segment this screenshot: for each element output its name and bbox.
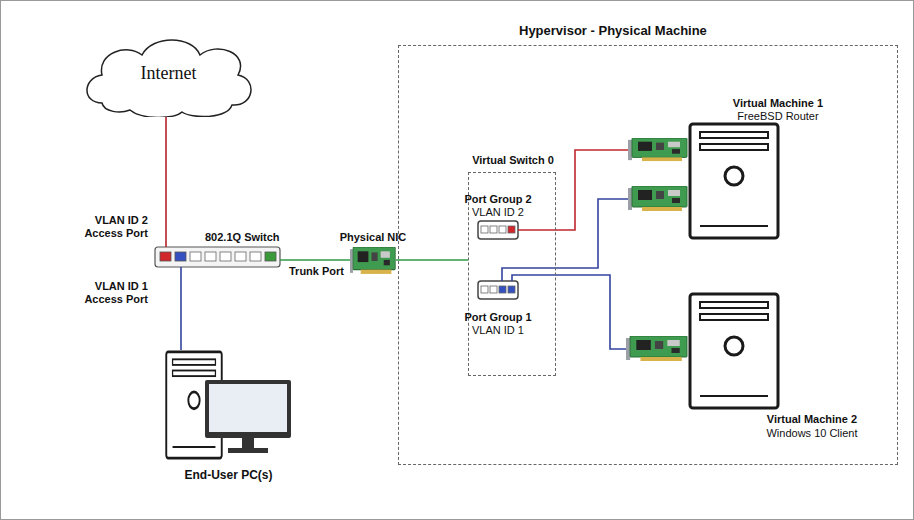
virtual-machine-node: Virtual Machine 2Windows 10 Client bbox=[626, 292, 782, 412]
port-label: VLAN ID 1 Access Port bbox=[58, 280, 148, 306]
virtual-machine-node: Virtual Machine 1FreeBSD Router bbox=[628, 122, 782, 242]
network-cable bbox=[280, 259, 350, 261]
physical-nic-card bbox=[350, 247, 395, 274]
virtual-switch-box: Port Group 2VLAN ID 2 Port Group 1VLAN ID… bbox=[468, 172, 556, 376]
vm-symbol bbox=[628, 124, 778, 238]
node-heading: Physical NIC bbox=[328, 231, 418, 244]
node-heading: Internet bbox=[82, 63, 255, 83]
node-heading: Virtual Machine 1 bbox=[715, 97, 841, 110]
port-group-node: Port Group 2VLAN ID 2 bbox=[478, 221, 518, 239]
network-cable bbox=[165, 114, 167, 247]
node-subtitle: Windows 10 Client bbox=[750, 427, 874, 440]
node-heading: End-User PC(s) bbox=[155, 468, 302, 482]
network-cable bbox=[396, 259, 468, 261]
network-cable bbox=[180, 267, 182, 350]
port-group-symbol bbox=[478, 221, 518, 239]
port-group-symbol bbox=[478, 281, 518, 299]
node-subtitle: VLAN ID 1 bbox=[458, 324, 538, 337]
pc-symbol bbox=[166, 352, 291, 458]
nic-node: Physical NIC bbox=[350, 247, 396, 275]
edge-label: Trunk Port bbox=[288, 265, 345, 278]
pc-node: End-User PC(s) bbox=[165, 350, 292, 462]
switch-node: 802.1Q Switch bbox=[155, 247, 280, 267]
vm-symbol bbox=[626, 294, 778, 408]
port-group-node: Port Group 1VLAN ID 1 bbox=[478, 281, 518, 299]
node-subtitle: VLAN ID 2 bbox=[458, 206, 538, 219]
node-heading: Virtual Machine 2 bbox=[750, 413, 874, 426]
cloud-node: Internet bbox=[82, 33, 255, 117]
node-heading: 802.1Q Switch bbox=[205, 231, 295, 244]
node-heading: Virtual Switch 0 bbox=[463, 154, 563, 167]
node-heading: Port Group 1 bbox=[458, 311, 538, 324]
hypervisor-box: Port Group 2VLAN ID 2Port Group 1VLAN ID… bbox=[398, 45, 898, 465]
node-subtitle: FreeBSD Router bbox=[715, 110, 841, 123]
node-heading: Port Group 2 bbox=[458, 193, 538, 206]
switch-symbol bbox=[155, 247, 280, 267]
node-heading: Hypervisor - Physical Machine bbox=[519, 23, 799, 38]
port-label: VLAN ID 2 Access Port bbox=[58, 214, 148, 240]
